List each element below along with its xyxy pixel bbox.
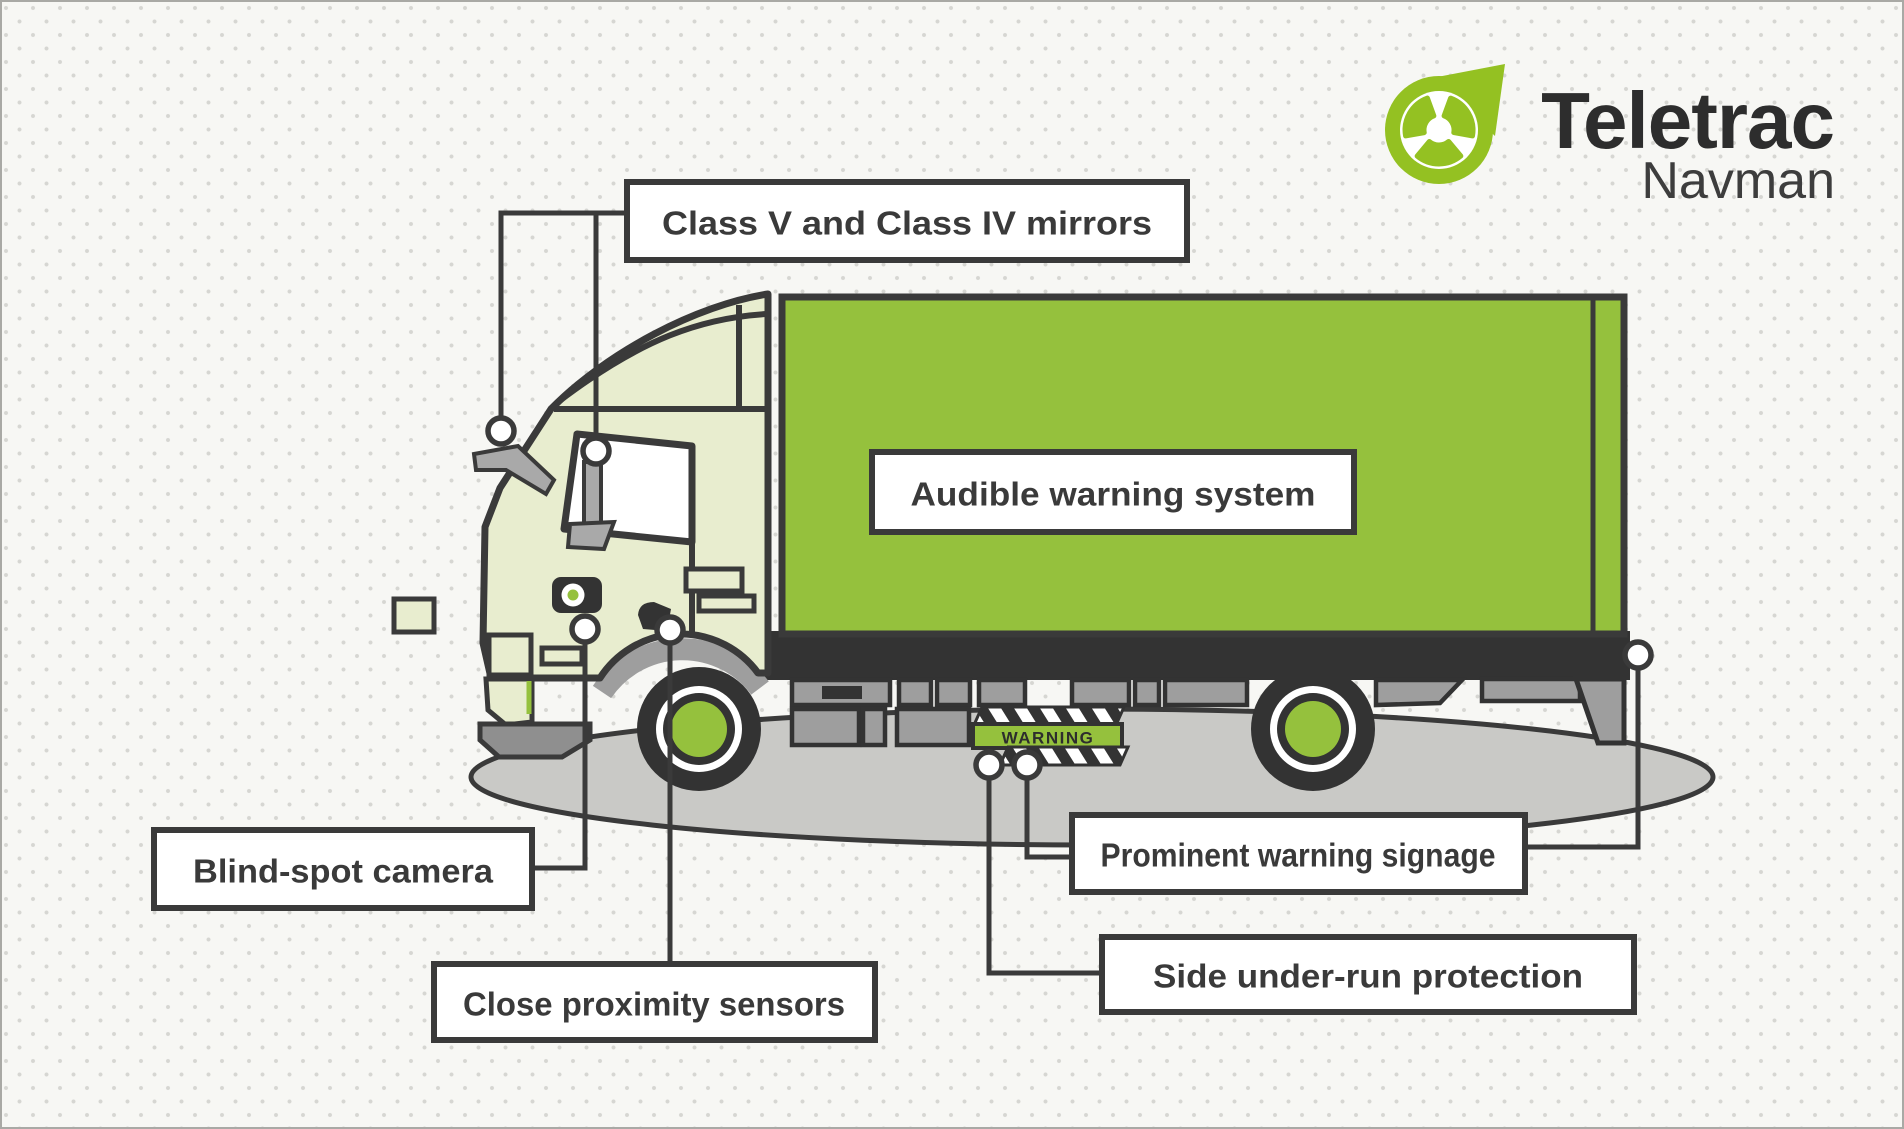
label-blind-spot: Blind-spot camera [193,853,494,890]
logo-brand-text: Teletrac [1541,76,1834,165]
lower-front-panel [483,676,535,728]
roof-deflector-line [556,311,767,405]
marker-blind-spot [569,613,601,645]
chassis-rail [745,631,1630,680]
front-fender [592,638,769,699]
leader-signage-left [1024,765,1074,860]
warning-sign-text: WARNING [1002,729,1095,748]
front-wheel [637,667,761,791]
side-underrun-rails [789,677,1468,748]
marker-signage-rear [1622,639,1654,671]
label-blind-spot-box [151,827,535,911]
teletrac-navman-logo: Teletrac Navman [1385,64,1835,210]
leader-mirrors [498,210,629,431]
logo-subbrand-text: Navman [1641,152,1835,210]
label-proximity-box [431,961,878,1043]
label-proximity: Close proximity sensors [463,986,845,1023]
label-mirrors: Class V and Class IV mirrors [662,205,1152,242]
leader-signage-rear [1523,666,1641,850]
leader-underrun [986,765,1104,976]
rear-wheel [1251,667,1375,791]
label-audible: Audible warning system [911,476,1316,513]
leader-blind-spot [534,629,588,871]
label-mirrors-box [624,179,1190,263]
marker-side-mirror [485,415,517,447]
marker-signage [1011,749,1043,781]
front-mirror [565,460,617,552]
callout-markers [485,415,1654,781]
label-underrun: Side under-run protection [1153,958,1583,995]
label-underrun-box [1099,934,1637,1015]
blind-spot-camera-device [552,577,602,613]
marker-proximity [654,614,686,646]
marker-front-mirror [580,435,612,467]
label-audible-box [869,449,1357,535]
cab [391,290,772,760]
rear-underrun-bar [1479,676,1583,704]
marker-underrun [973,749,1005,781]
warning-sign: WARNING [971,705,1131,767]
label-signage: Prominent warning signage [1101,837,1496,874]
callout-labels: Class V and Class IV mirrors Audible war… [151,179,1637,1043]
grille-vent [486,632,534,678]
label-signage-box [1069,812,1528,895]
front-bumper [477,721,593,760]
front-step [391,596,437,635]
side-mirror [471,443,557,497]
logo-mark-icon [1385,64,1505,184]
mud-flap [1572,676,1627,746]
leader-lines [498,210,1641,976]
